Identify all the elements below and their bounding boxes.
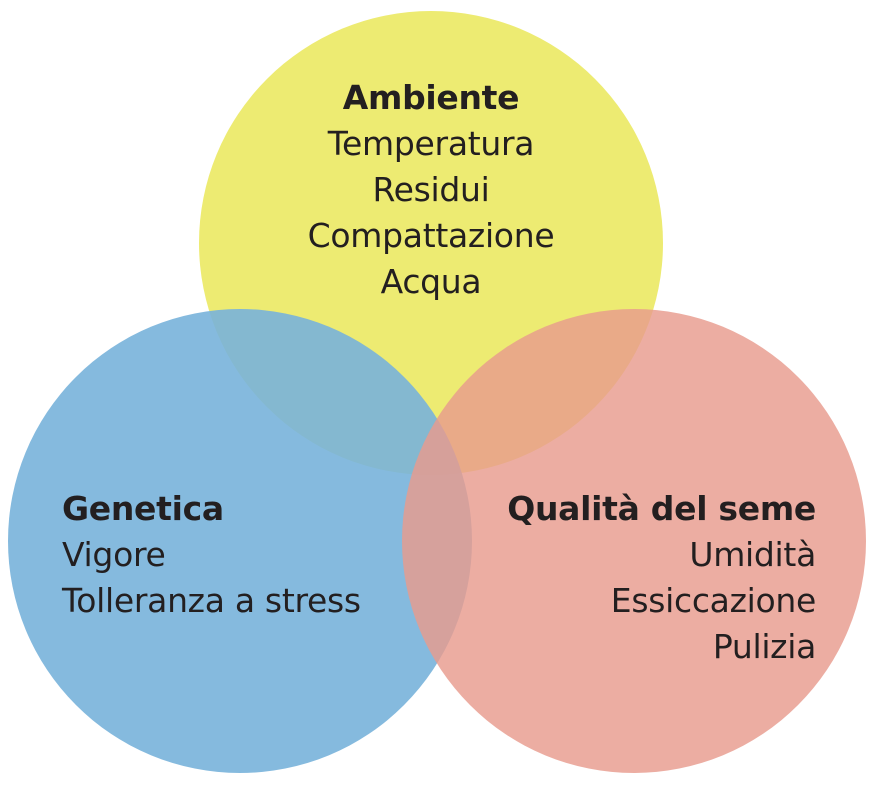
circle-genetica bbox=[8, 309, 472, 773]
ambiente-item: Residui bbox=[372, 170, 490, 209]
circle-qualita bbox=[402, 309, 866, 773]
genetica-title: Genetica bbox=[62, 489, 224, 528]
ambiente-item: Compattazione bbox=[307, 216, 555, 255]
qualita-item: Umidità bbox=[689, 535, 816, 574]
ambiente-label-group: Ambiente Temperatura Residui Compattazio… bbox=[231, 75, 631, 305]
ambiente-title: Ambiente bbox=[342, 78, 520, 117]
ambiente-item: Temperatura bbox=[327, 124, 535, 163]
qualita-item: Essiccazione bbox=[610, 581, 817, 620]
genetica-label-group: Genetica Vigore Tolleranza a stress bbox=[62, 486, 361, 624]
genetica-item: Vigore bbox=[62, 535, 166, 574]
qualita-label-group: Qualità del seme Umidità Essiccazione Pu… bbox=[507, 486, 816, 670]
genetica-item: Tolleranza a stress bbox=[62, 581, 361, 620]
ambiente-item: Acqua bbox=[380, 262, 482, 301]
qualita-item: Pulizia bbox=[712, 627, 816, 666]
qualita-title: Qualità del seme bbox=[507, 489, 816, 528]
